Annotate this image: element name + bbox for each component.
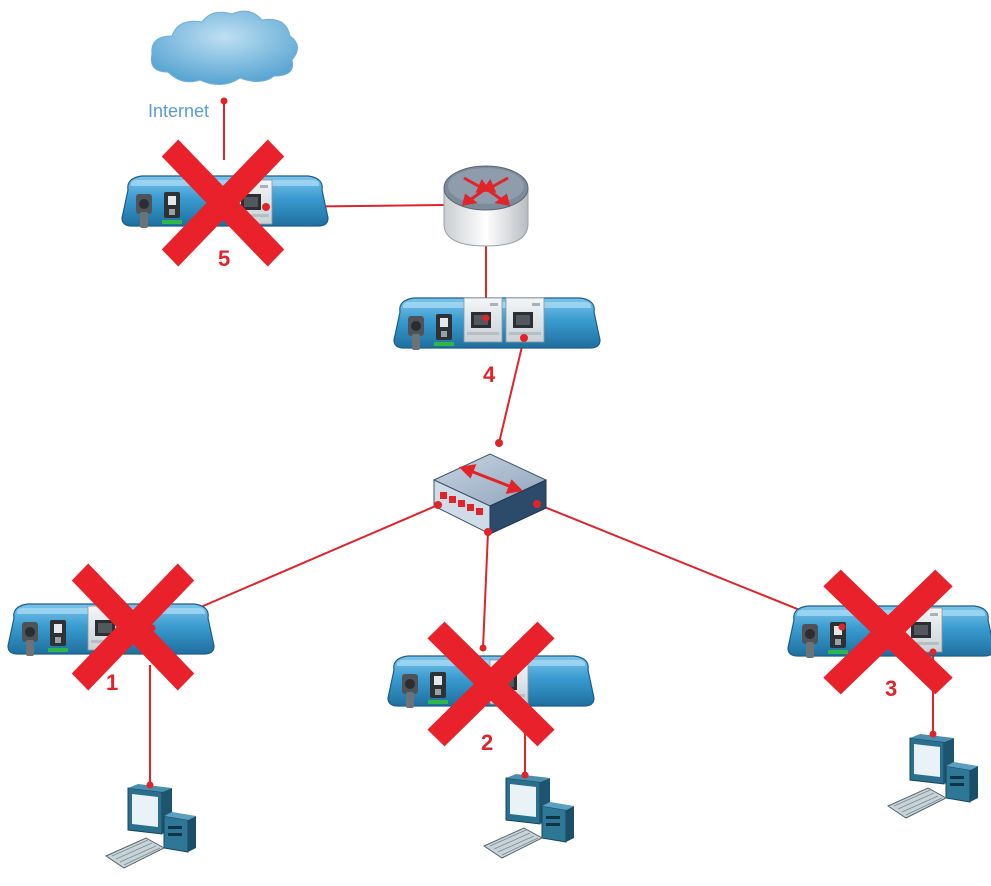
router-arrows-icon — [461, 176, 511, 206]
device-label-5: 5 — [218, 246, 230, 271]
device-label-2: 2 — [481, 730, 493, 755]
computer-3 — [887, 733, 979, 819]
switch-ports — [440, 492, 483, 515]
device-3 — [787, 578, 991, 686]
network-switch — [432, 453, 548, 535]
link-switch-device2 — [482, 531, 489, 649]
cloud-icon — [150, 10, 298, 85]
switch-arrows-icon — [458, 464, 524, 494]
device-2 — [387, 630, 595, 738]
link-device4-switch — [498, 337, 525, 444]
device-label-1: 1 — [106, 670, 118, 695]
router — [443, 165, 529, 247]
link-switch-device3 — [536, 503, 843, 628]
internet-cloud: Internet — [148, 10, 298, 121]
device-5 — [121, 148, 329, 258]
connection-dots — [146, 97, 937, 789]
computer-2 — [483, 773, 575, 859]
computer-1 — [105, 783, 197, 869]
internet-label: Internet — [148, 101, 209, 121]
device-label-3: 3 — [885, 676, 897, 701]
device-4 — [393, 297, 601, 351]
device-1 — [7, 572, 215, 682]
device-label-4: 4 — [483, 362, 496, 387]
